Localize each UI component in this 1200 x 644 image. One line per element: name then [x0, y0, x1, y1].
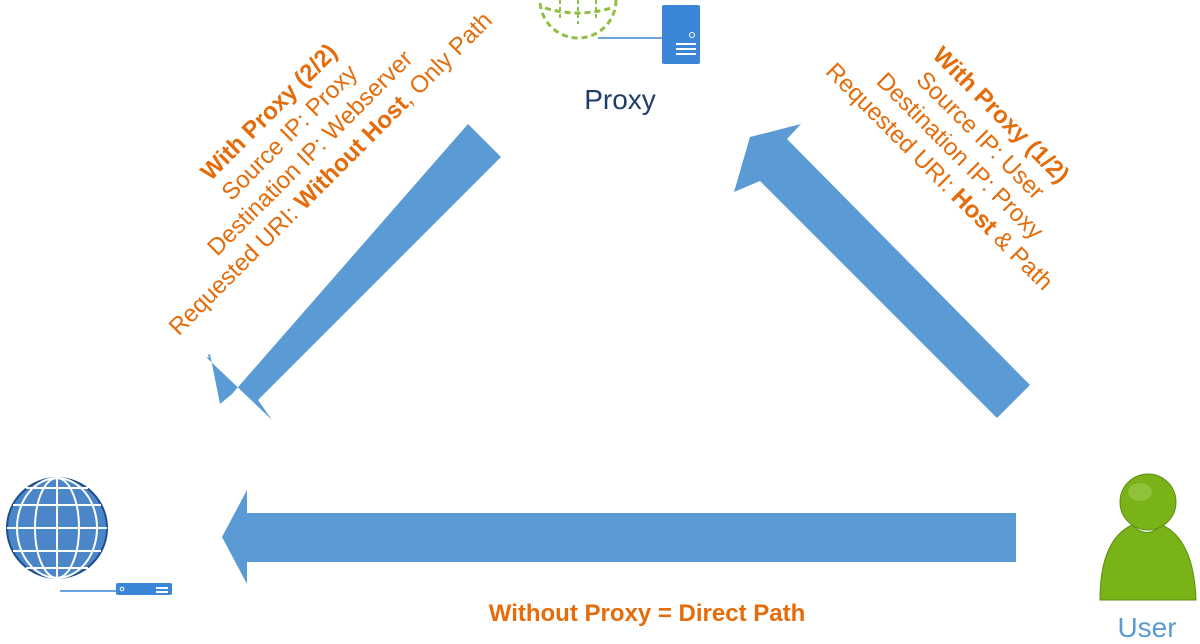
proxy-globe-icon: [538, 0, 618, 40]
server-icon: [598, 5, 700, 64]
diagram-canvas: [6, 0, 1197, 601]
arrow-direct-path: [222, 490, 1016, 584]
user-label: User: [1117, 612, 1177, 643]
globe-icon: [6, 477, 108, 579]
proxy-label: Proxy: [584, 84, 656, 115]
user-icon: [1099, 473, 1197, 601]
arrow-proxy-to-webserver: [206, 124, 501, 420]
direct-path-label: Without Proxy = Direct Path: [488, 600, 806, 627]
arrow-user-to-proxy: [734, 124, 1030, 418]
network-switch-icon: [60, 583, 172, 595]
